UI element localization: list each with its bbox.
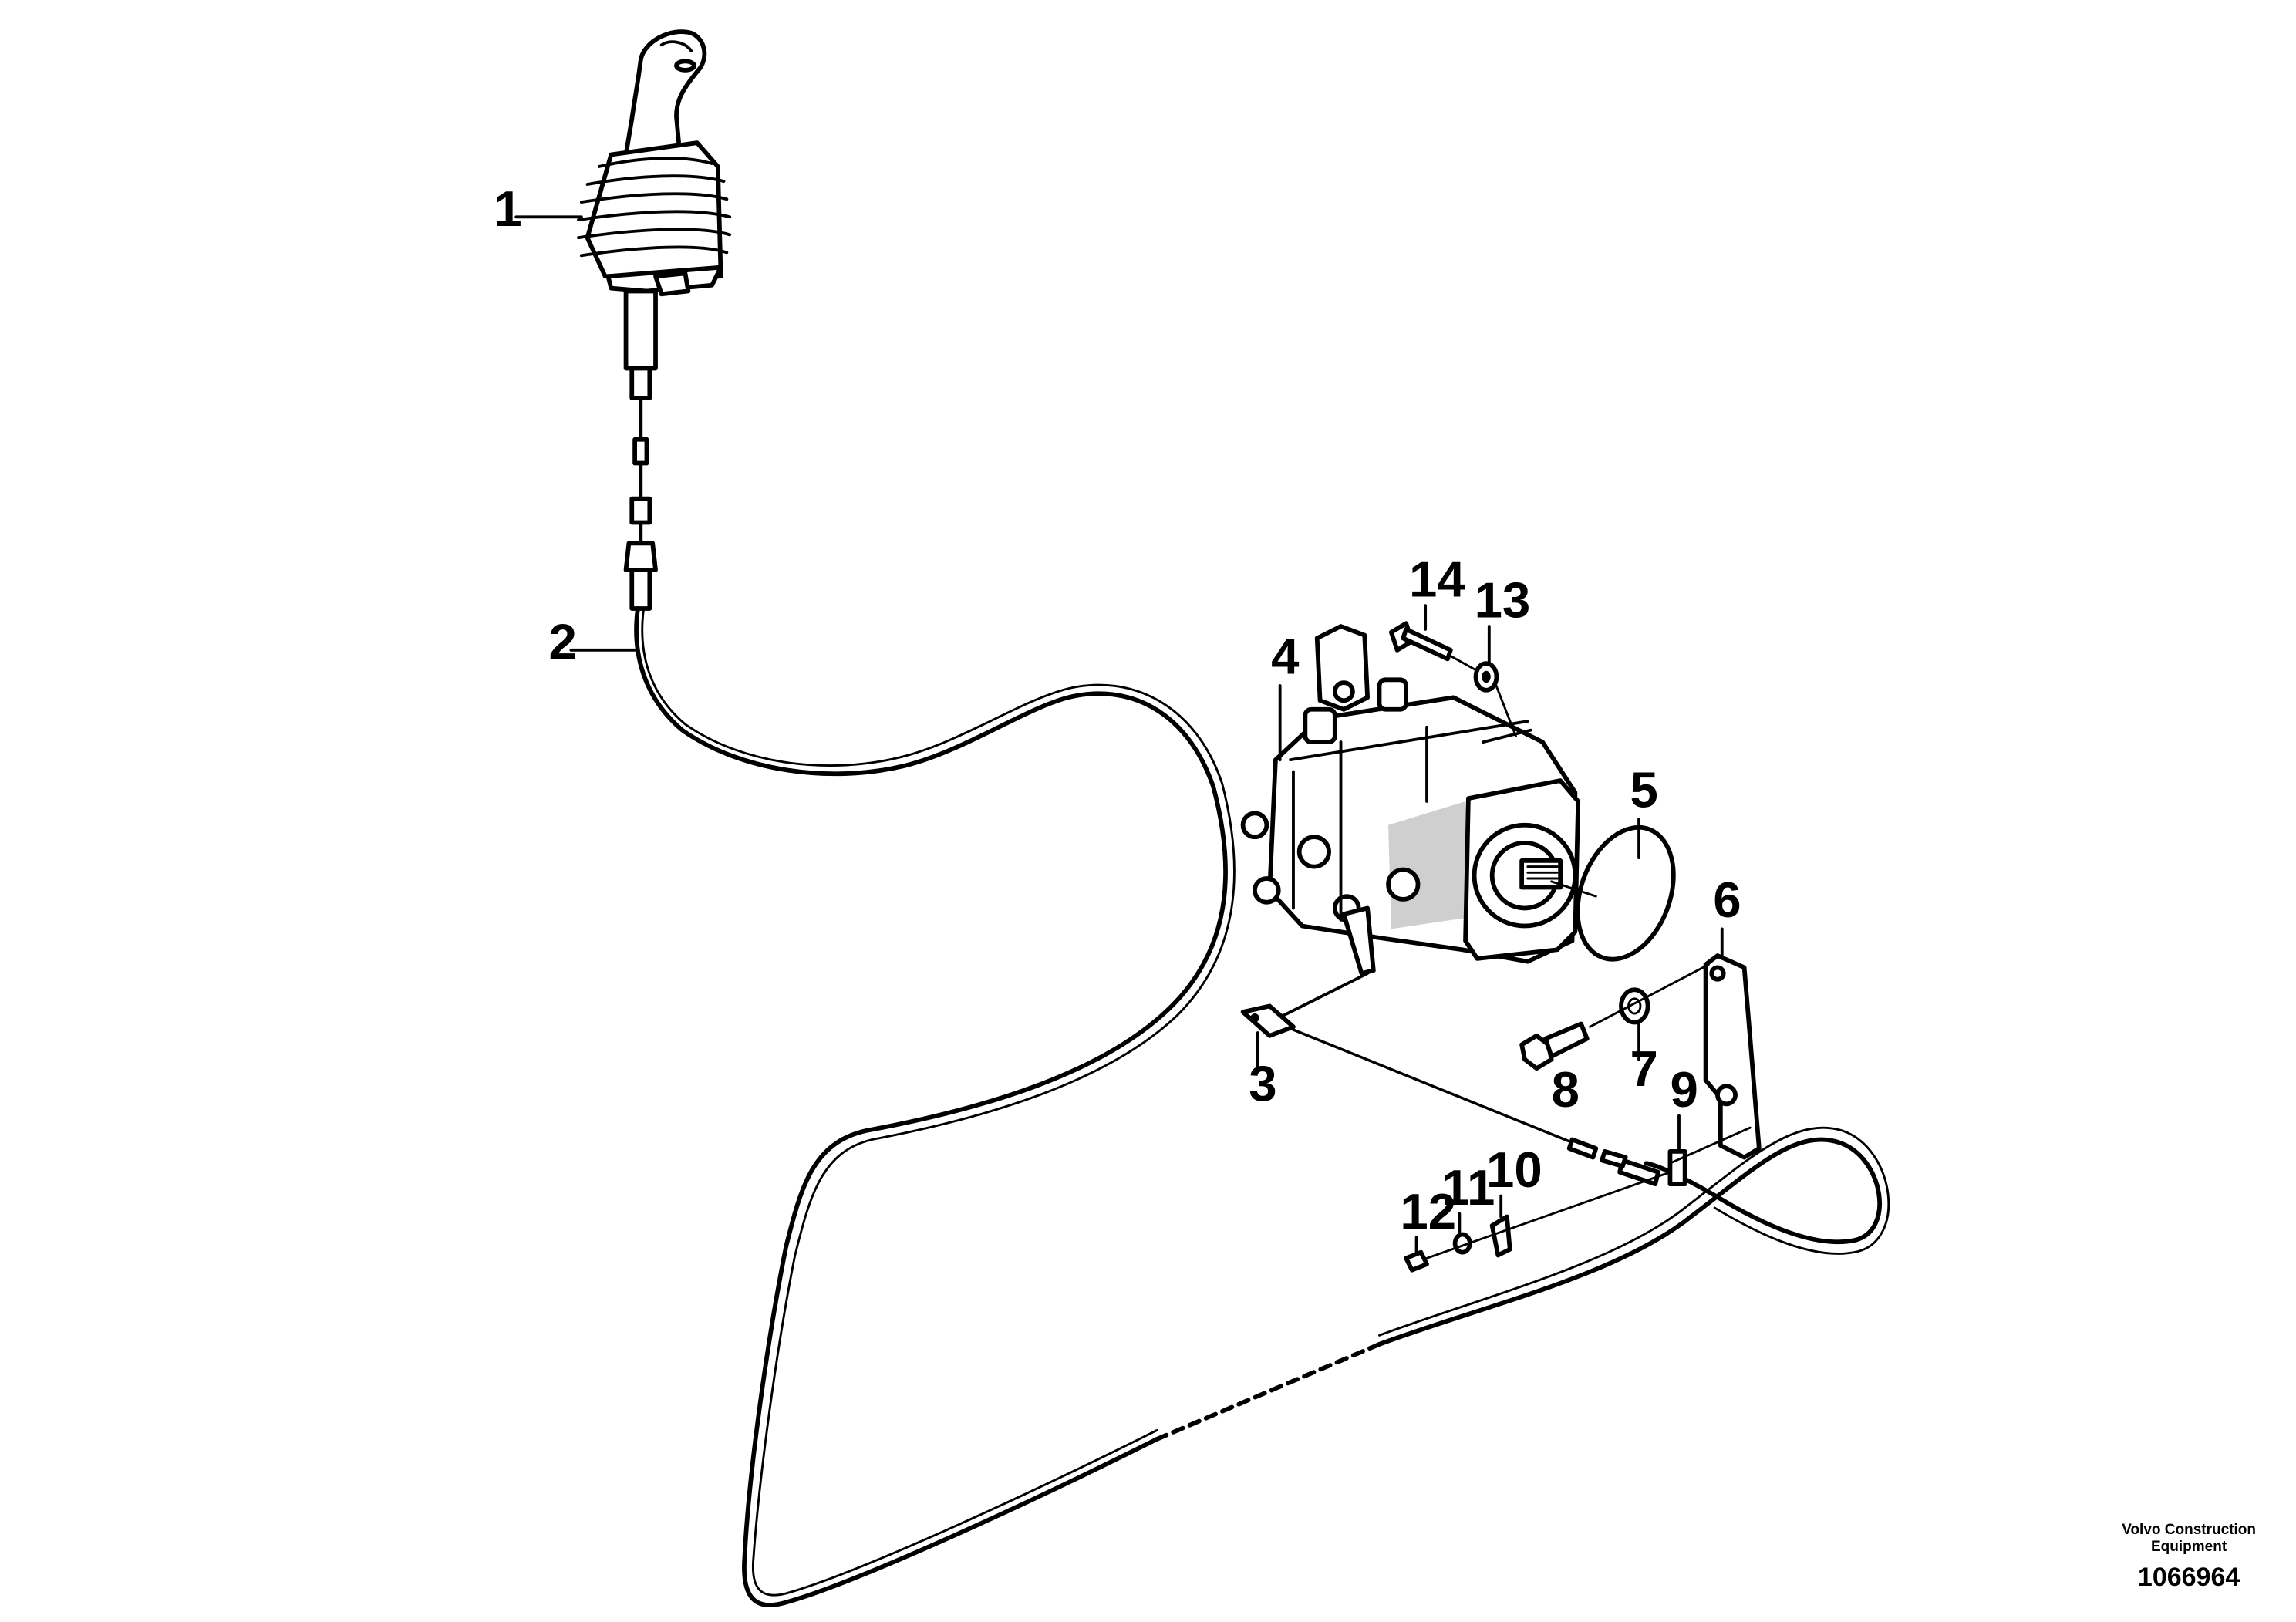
callout-7: 7	[1630, 1040, 1658, 1097]
screw-12	[1404, 1249, 1429, 1273]
callout-8: 8	[1552, 1061, 1580, 1118]
control-cable	[634, 606, 1890, 1607]
assembly-line	[1668, 1126, 1752, 1165]
clevis-3	[1240, 1003, 1574, 1145]
callout-6: 6	[1713, 872, 1741, 928]
drawing-number: 1066964	[2137, 1563, 2240, 1592]
callout-2: 2	[549, 613, 577, 669]
assembly-line	[1494, 681, 1517, 737]
callout-5: 5	[1630, 762, 1658, 818]
o-ring-5	[1575, 824, 1676, 962]
callout-13: 13	[1475, 572, 1531, 629]
callout-11: 11	[1441, 1159, 1495, 1216]
clip-9	[1667, 1148, 1687, 1187]
callouts: 1 2 3 4 5 6 7 8 9 10 11 12 13 14	[494, 180, 1741, 1254]
drawing-footer: Volvo Construction Equipment 1066964	[2122, 1522, 2256, 1591]
assembly-line	[1550, 880, 1597, 898]
joystick-control-lever	[577, 29, 732, 611]
assembly-line	[1449, 655, 1478, 673]
callout-14: 14	[1409, 551, 1465, 608]
washer-7	[1619, 987, 1650, 1025]
bolt-8	[1519, 1021, 1590, 1071]
hydraulic-pump	[1240, 624, 1581, 1020]
washer-13	[1473, 661, 1499, 693]
callout-4: 4	[1271, 629, 1299, 685]
callout-3: 3	[1249, 1055, 1276, 1111]
callout-1: 1	[494, 180, 521, 237]
assembly-line	[1589, 963, 1710, 1028]
bracket-6	[1703, 953, 1762, 1160]
callout-12: 12	[1400, 1183, 1456, 1239]
manufacturer-name-line-1: Volvo Construction	[2122, 1522, 2256, 1538]
clamp-10	[1489, 1214, 1512, 1258]
assembly-line	[1425, 1171, 1671, 1259]
callout-10: 10	[1486, 1141, 1542, 1198]
bolt-14	[1389, 621, 1453, 662]
callout-9: 9	[1670, 1061, 1698, 1118]
manufacturer-name-line-2: Equipment	[2151, 1539, 2227, 1555]
